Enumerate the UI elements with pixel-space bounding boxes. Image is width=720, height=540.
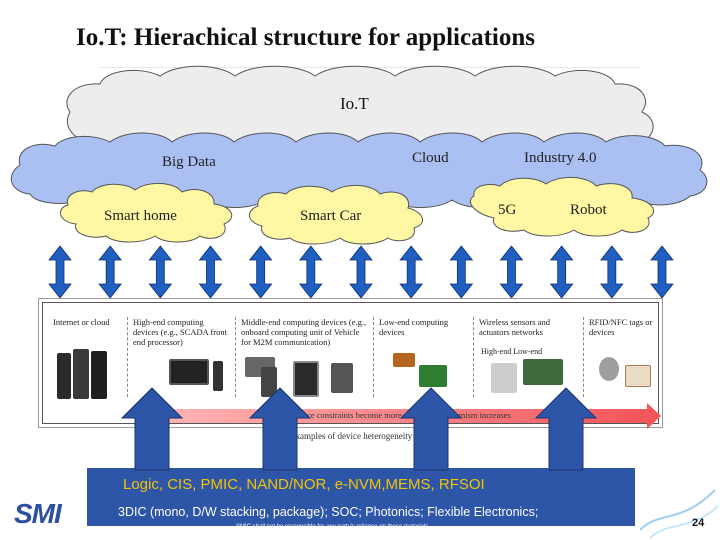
column-divider	[583, 317, 584, 397]
server-rack-image	[57, 353, 71, 399]
sensor-tier-labels: High-end Low-end	[481, 347, 543, 356]
column-internet-cloud: Internet or cloud	[53, 317, 110, 327]
double-headed-arrow	[98, 245, 122, 299]
figure-caption: Examples of device heterogeneity in IoT.	[290, 431, 439, 441]
double-headed-arrow	[248, 245, 273, 299]
column-wireless-sensors: Wireless sensors and actuators networks	[479, 317, 550, 337]
decorative-wave	[639, 489, 719, 539]
robot-label: Robot	[570, 202, 607, 218]
smart-car-cloud	[249, 185, 423, 245]
cloud-label: Cloud	[412, 150, 449, 166]
disclaimer-text: SMIC shall not be responsible for any pa…	[236, 524, 430, 530]
double-headed-arrow	[449, 245, 474, 299]
column-divider	[473, 317, 474, 397]
big-data-label: Big Data	[162, 154, 216, 170]
slide-title: Io.T: Hierachical structure for applicat…	[76, 24, 535, 51]
iot-label: Io.T	[340, 94, 369, 113]
resource-constraint-text: Resource constraints become more severe …	[283, 410, 511, 420]
circuit-board-image	[419, 365, 447, 387]
rfid-tag-image	[625, 365, 651, 387]
5g-label: 5G	[498, 202, 517, 218]
double-headed-arrow	[650, 245, 674, 299]
double-headed-arrow	[299, 245, 323, 299]
page-number: 24	[692, 517, 705, 529]
5g-robot-cloud	[469, 177, 654, 237]
process-technology-line2: 3DIC (mono, D/W stacking, package); SOC;…	[118, 505, 539, 519]
device-heterogeneity-figure: Internet or cloud High-end computing dev…	[38, 298, 663, 429]
column-rfid: RFID/NFC tags or devices	[589, 317, 653, 337]
rfid-reader-image	[599, 357, 619, 381]
smartphone-image	[261, 367, 277, 397]
column-divider	[235, 317, 236, 397]
column-low-end: Low-end computing devices	[379, 317, 449, 337]
column-divider	[127, 317, 128, 397]
resource-arrow-head	[647, 403, 661, 429]
double-headed-arrow	[399, 245, 423, 299]
double-headed-arrow	[198, 245, 223, 299]
desktop-monitor-image	[169, 359, 209, 385]
double-headed-arrow	[48, 245, 72, 299]
smart-home-cloud	[60, 183, 233, 243]
desktop-tower-image	[213, 361, 223, 391]
double-headed-arrow	[148, 245, 173, 299]
column-divider	[373, 317, 374, 397]
process-technology-line1: Logic, CIS, PMIC, NAND/NOR, e-NVM,MEMS, …	[123, 476, 485, 493]
wireless-sensor-image	[491, 363, 517, 393]
double-headed-arrow	[600, 245, 624, 299]
sensor-network-board-image	[523, 359, 563, 385]
column-middle-end: Middle-end computing devices (e.g., onbo…	[241, 317, 367, 347]
tablet-image	[331, 363, 353, 393]
double-headed-arrow	[499, 245, 524, 299]
column-high-end: High-end computing devices (e.g., SCADA …	[133, 317, 227, 347]
tablet-image	[293, 361, 319, 397]
industry-label: Industry 4.0	[524, 150, 597, 166]
double-headed-arrow	[549, 245, 574, 299]
sensor-board-image	[393, 353, 415, 367]
figure-frame: Internet or cloud High-end computing dev…	[42, 302, 661, 429]
smart-car-label: Smart Car	[300, 208, 362, 224]
server-rack-image	[91, 351, 107, 399]
link-arrows	[48, 245, 674, 299]
double-headed-arrow	[349, 245, 373, 299]
company-logo: SMI	[14, 498, 62, 529]
smart-home-label: Smart home	[104, 208, 177, 224]
server-rack-image	[73, 349, 89, 399]
process-technology-box	[87, 468, 635, 526]
